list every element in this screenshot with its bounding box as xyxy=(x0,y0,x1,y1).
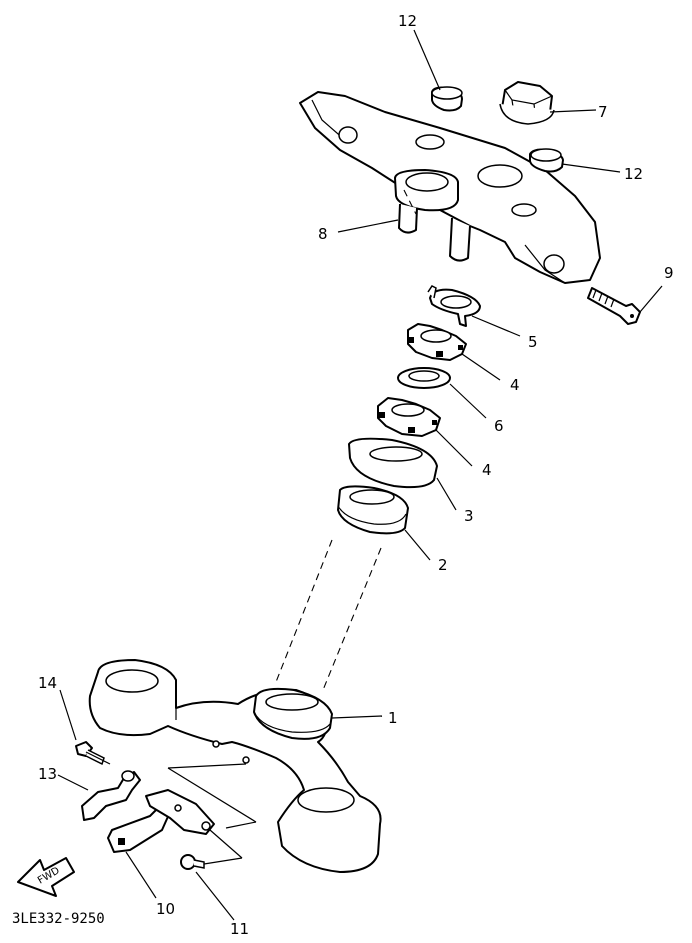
lower-guide-lines xyxy=(85,751,257,865)
callout-3: 3 xyxy=(464,507,474,525)
callout-12-top: 12 xyxy=(398,12,417,30)
callout-12-right: 12 xyxy=(624,165,643,183)
ring-nut-lower xyxy=(377,397,441,437)
fwd-arrow-icon: FWD xyxy=(17,857,75,897)
callout-1: 1 xyxy=(388,709,398,727)
ring-nut-upper xyxy=(407,323,467,361)
callout-labels: 12 7 12 8 9 5 4 6 4 3 2 1 14 13 10 11 xyxy=(38,12,674,938)
callout-11: 11 xyxy=(230,920,249,938)
cable-clip xyxy=(180,854,205,870)
cable-clamp xyxy=(81,770,141,821)
callout-8: 8 xyxy=(318,225,328,243)
cap-upper xyxy=(431,86,463,112)
lower-bearing xyxy=(253,687,333,740)
cap-right xyxy=(529,148,564,173)
callout-2: 2 xyxy=(438,556,448,574)
callout-13: 13 xyxy=(38,765,57,783)
callout-9: 9 xyxy=(664,264,674,282)
figure-code: 3LE332-9250 xyxy=(12,911,105,927)
callout-14: 14 xyxy=(38,674,57,692)
pinch-bolt xyxy=(587,287,641,325)
callout-5: 5 xyxy=(528,333,538,351)
callout-7: 7 xyxy=(598,103,608,121)
rubber-washer xyxy=(397,367,451,389)
callout-10: 10 xyxy=(156,900,175,918)
cable-holder xyxy=(107,789,215,853)
crown-nut xyxy=(499,81,555,125)
leader-lines xyxy=(57,29,663,921)
callout-4-upper: 4 xyxy=(510,376,520,394)
callout-6: 6 xyxy=(494,417,504,435)
lock-washer xyxy=(427,285,481,327)
bearing-cover xyxy=(348,437,438,489)
steering-stem xyxy=(275,189,417,691)
upper-bearing xyxy=(337,485,409,535)
small-bolt xyxy=(75,741,105,766)
upper-bracket xyxy=(299,91,601,284)
callout-4-lower: 4 xyxy=(482,461,492,479)
